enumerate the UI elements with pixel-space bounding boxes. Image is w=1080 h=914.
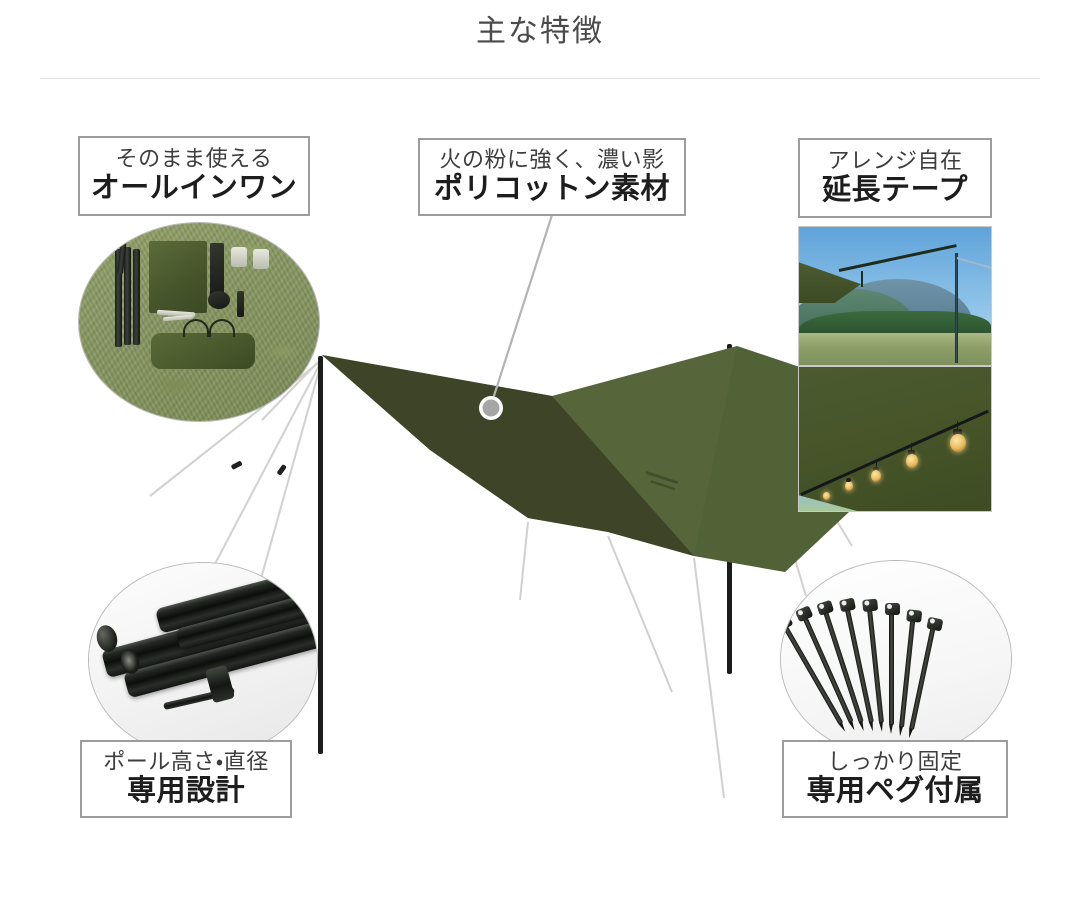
callout-sub-label: 火の粉に強く、濃い影: [439, 147, 665, 173]
photo-all-in-one-kit: [78, 222, 320, 422]
callout-sub-label: アレンジ自在: [827, 148, 963, 174]
grass-field: [799, 333, 991, 365]
callout-sub-label: ポール高さ・直径: [103, 749, 269, 775]
photo-extension-tape-landscape: [798, 226, 992, 366]
callout-sub-label: しっかり固定: [827, 749, 963, 775]
tape-hook: [861, 271, 863, 287]
callout-pole-design[interactable]: ポール高さ・直径 専用設計: [80, 740, 292, 818]
callout-main-label: 延長テープ: [822, 172, 968, 207]
white-background: [781, 561, 1011, 757]
callout-sub-label: そのまま使える: [115, 146, 273, 172]
photo-pole-closeup: [88, 562, 318, 758]
header-divider: [40, 78, 1040, 79]
callout-main-label: 専用ペグ付属: [806, 773, 984, 808]
callout-all-in-one[interactable]: そのまま使える オールインワン: [78, 136, 310, 216]
callout-main-label: 専用設計: [126, 773, 245, 808]
support-pole: [955, 253, 958, 363]
callout-extension-tape[interactable]: アレンジ自在 延長テープ: [798, 138, 992, 218]
callout-main-label: ポリコットン素材: [433, 171, 670, 206]
page-title: 主な特徴: [476, 14, 604, 49]
callout-pegs-included[interactable]: しっかり固定 専用ペグ付属: [782, 740, 1008, 818]
photo-pegs-closeup: [780, 560, 1012, 758]
photo-string-lights-under-tarp: [798, 366, 992, 512]
callout-poly-cotton[interactable]: 火の粉に強く、濃い影 ポリコットン素材: [418, 138, 686, 216]
callout-main-label: オールインワン: [90, 170, 298, 205]
